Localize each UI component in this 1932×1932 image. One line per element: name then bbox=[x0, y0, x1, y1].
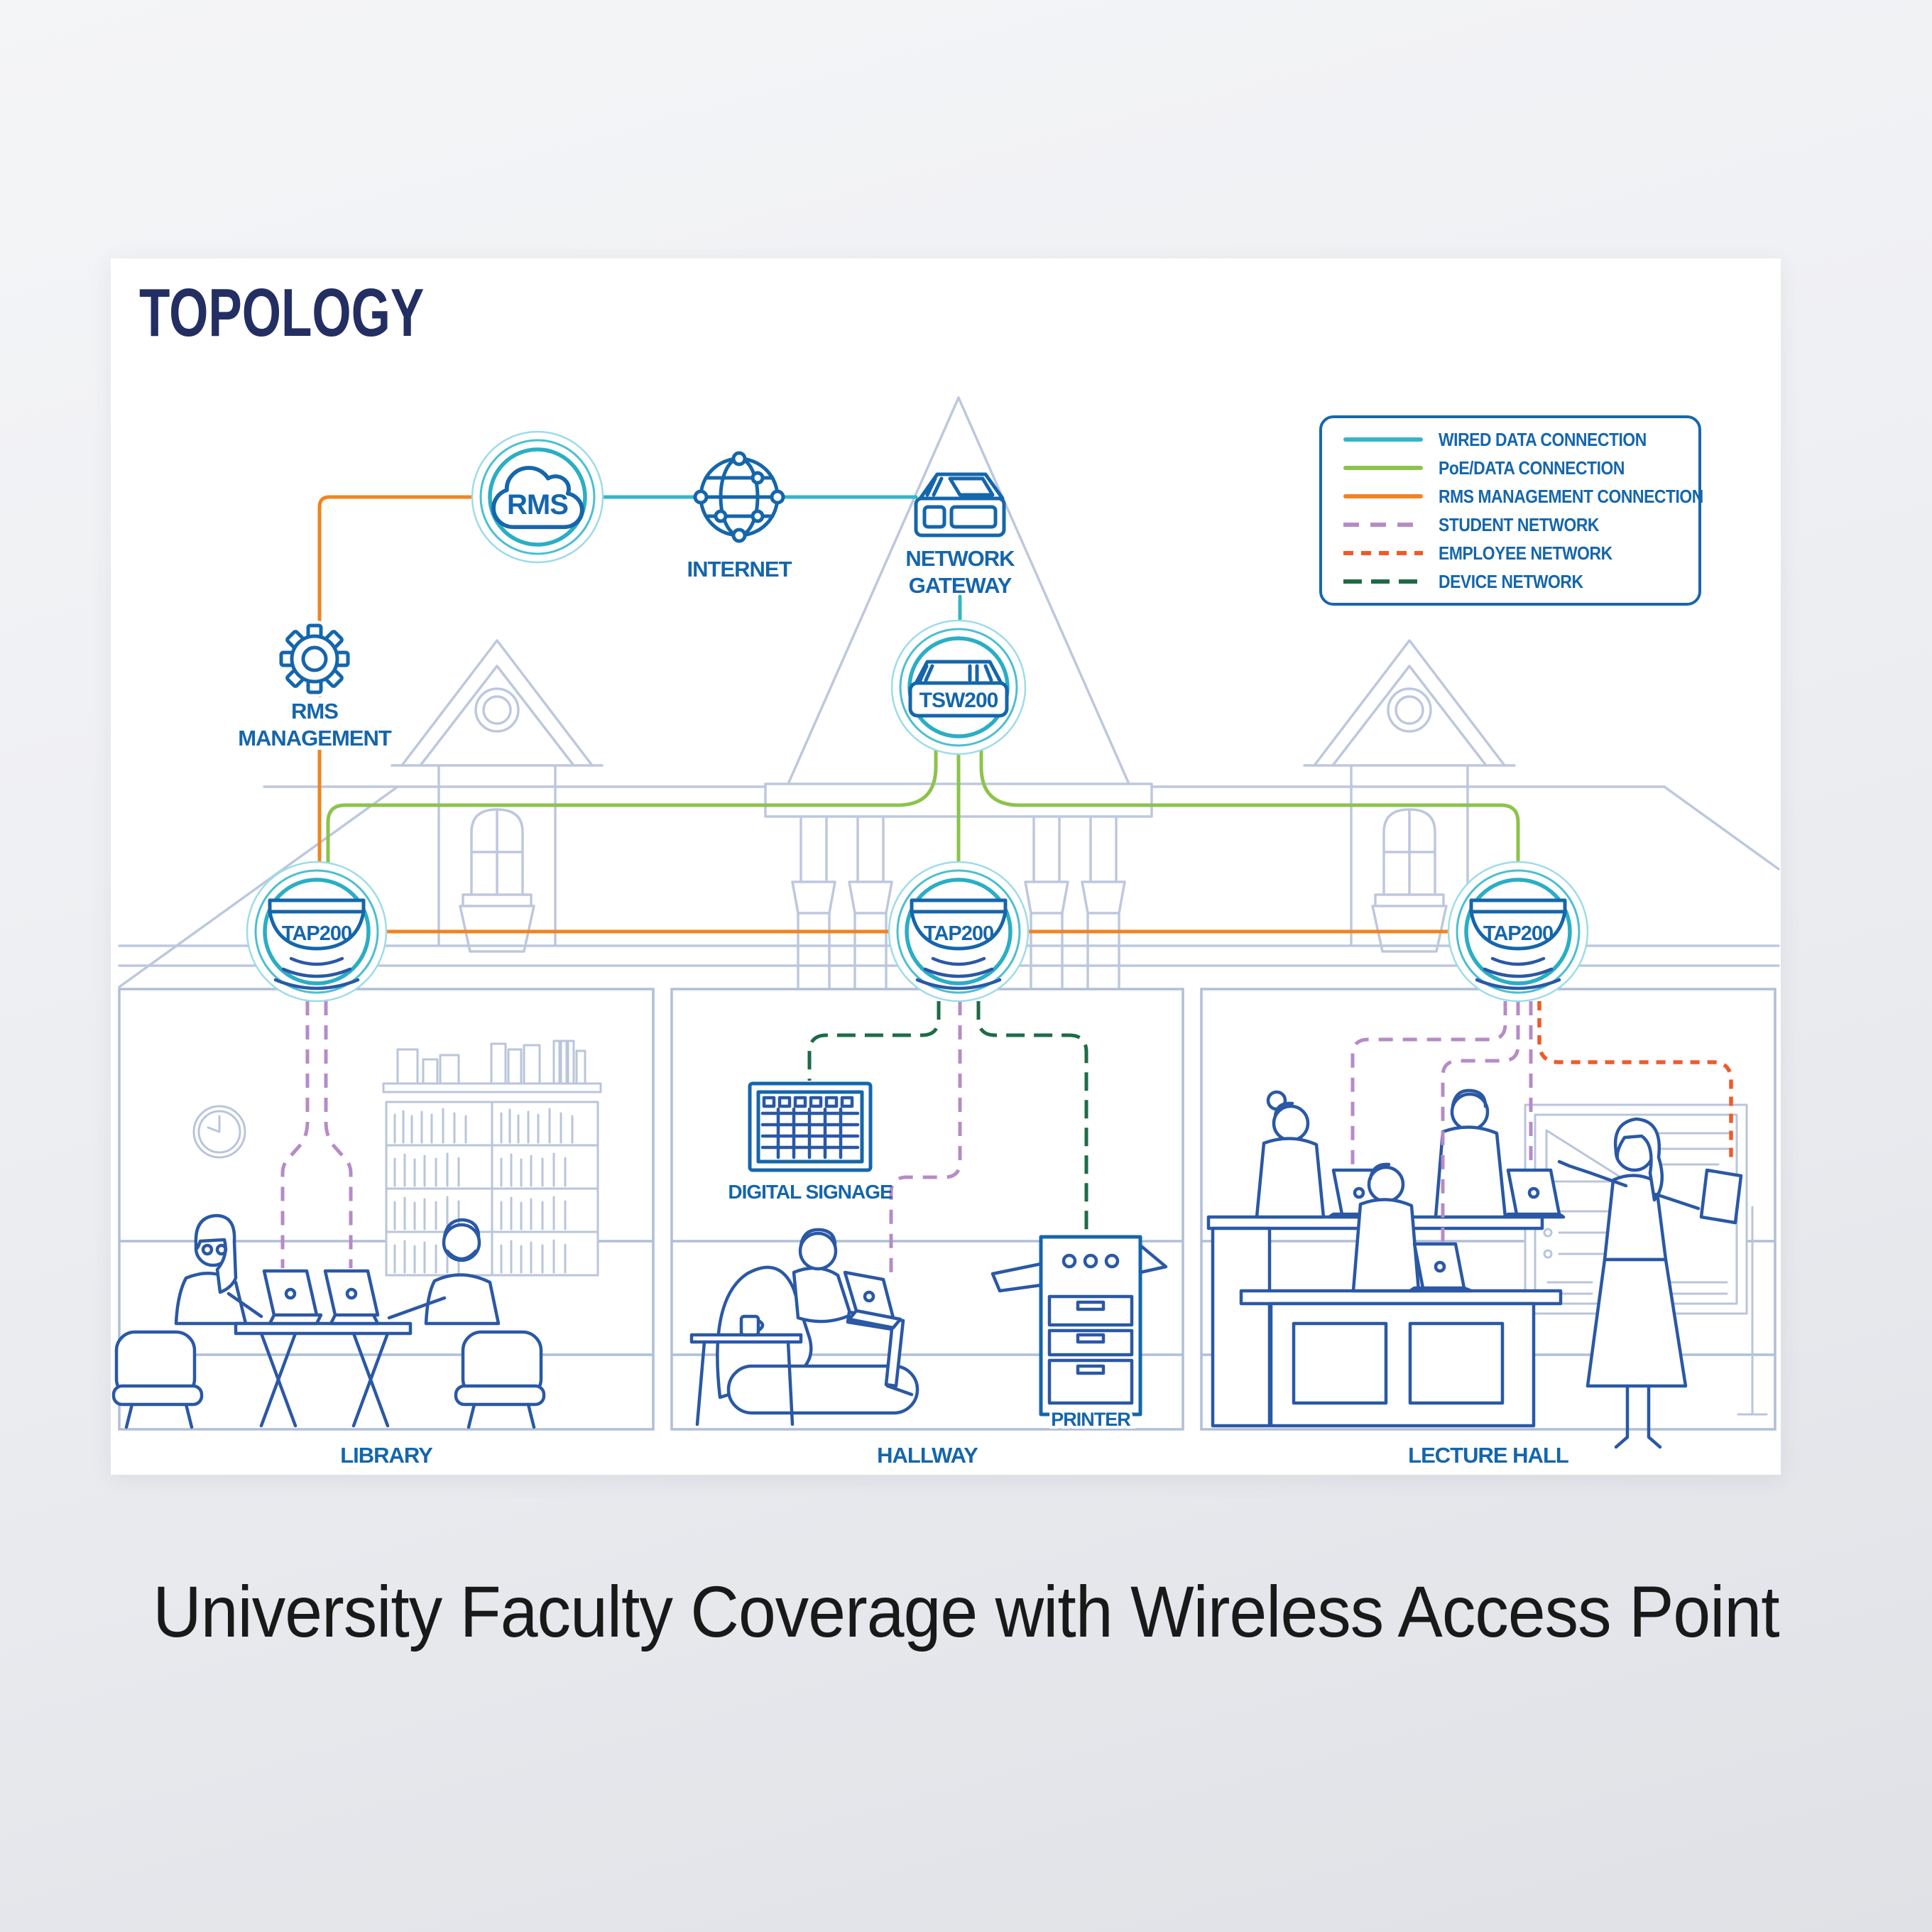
poe-connection-line bbox=[979, 749, 1520, 866]
library-man bbox=[387, 1218, 501, 1326]
tap200-label: TAP200 bbox=[282, 922, 351, 945]
left-gable bbox=[391, 639, 604, 953]
tap200-access-point-hallway: TAP200 bbox=[888, 861, 1030, 1003]
tap200-access-point-library: TAP200 bbox=[246, 861, 388, 1003]
rms-cloud-icon bbox=[491, 466, 584, 530]
tap200-label: TAP200 bbox=[924, 922, 993, 945]
internet-globe-icon bbox=[693, 451, 785, 543]
library-label: LIBRARY bbox=[340, 1443, 433, 1468]
laptop-icon bbox=[262, 1269, 323, 1326]
rms-management-node: RMS MANAGEMENT bbox=[238, 621, 393, 751]
access-point-icon bbox=[268, 898, 366, 990]
tsw200-switch-icon bbox=[908, 660, 1009, 718]
employee-line-swatch bbox=[1343, 551, 1423, 555]
internet-node: INTERNET bbox=[687, 451, 793, 582]
wired-line-swatch bbox=[1343, 437, 1423, 442]
student-line-swatch bbox=[1343, 523, 1423, 527]
wall-clock-icon bbox=[192, 1105, 246, 1159]
legend-row: RMS MANAGEMENT CONNECTION bbox=[1322, 482, 1703, 511]
network-gateway-node: NETWORK GATEWAY bbox=[905, 472, 1016, 598]
rms-cloud-label: RMS bbox=[507, 489, 568, 520]
legend-label: WIRED DATA CONNECTION bbox=[1439, 428, 1647, 450]
legend-label: STUDENT NETWORK bbox=[1439, 513, 1600, 535]
columns bbox=[791, 815, 1126, 988]
device-network-line bbox=[976, 1001, 1088, 1234]
laptop-icon bbox=[1502, 1168, 1566, 1219]
rms-line-swatch bbox=[1343, 494, 1423, 498]
library-table bbox=[234, 1321, 413, 1428]
legend-row: EMPLOYEE NETWORK bbox=[1322, 539, 1698, 567]
rms-management-label: MANAGEMENT bbox=[238, 726, 392, 751]
library-scene bbox=[111, 1039, 602, 1429]
digital-signage-label: DIGITAL SIGNAGE bbox=[728, 1181, 893, 1203]
library-chairs bbox=[111, 1330, 546, 1429]
hallway-scene bbox=[689, 1081, 1168, 1426]
legend: WIRED DATA CONNECTION PoE/DATA CONNECTIO… bbox=[1319, 415, 1703, 606]
lecture-hall-label: LECTURE HALL bbox=[1408, 1443, 1568, 1468]
printer-label: PRINTER bbox=[1051, 1409, 1130, 1430]
page-title: TOPOLOGY bbox=[139, 275, 425, 351]
tap200-access-point-lecture-hall: TAP200 bbox=[1447, 861, 1589, 1003]
student-network-line bbox=[280, 1001, 310, 1268]
tsw200-switch-node: TSW200 bbox=[890, 619, 1027, 755]
rms-management-connection-line bbox=[317, 495, 476, 866]
student-front bbox=[1351, 1162, 1421, 1293]
lecture-hall-scene bbox=[1206, 1088, 1768, 1449]
student-network-line bbox=[1441, 1001, 1520, 1243]
legend-row: WIRED DATA CONNECTION bbox=[1322, 425, 1698, 454]
caption-wrap: University Faculty Coverage with Wireles… bbox=[0, 1571, 1932, 1654]
teacher bbox=[1557, 1117, 1743, 1449]
image-caption: University Faculty Coverage with Wireles… bbox=[153, 1571, 1779, 1652]
hallway-label: HALLWAY bbox=[877, 1443, 978, 1468]
access-point-icon bbox=[1469, 898, 1567, 990]
printer-icon bbox=[990, 1235, 1168, 1417]
student-network-line bbox=[1350, 1001, 1507, 1170]
tiered-desks bbox=[1206, 1215, 1563, 1428]
student-back-right bbox=[1434, 1088, 1507, 1219]
gear-icon bbox=[279, 623, 350, 694]
rms-cloud-node: RMS bbox=[471, 430, 604, 564]
rms-management-label: RMS bbox=[291, 699, 338, 724]
library-room bbox=[118, 988, 655, 1431]
student-back-left bbox=[1255, 1090, 1326, 1219]
laptop-icon bbox=[323, 1269, 380, 1326]
network-gateway-label: NETWORK bbox=[905, 546, 1015, 571]
armchair bbox=[716, 1265, 919, 1415]
network-gateway-icon bbox=[914, 472, 1006, 537]
device-network-line bbox=[807, 1001, 941, 1081]
poe-line-swatch bbox=[1343, 466, 1423, 470]
bookshelf-icon bbox=[382, 1039, 602, 1277]
legend-label: PoE/DATA CONNECTION bbox=[1439, 457, 1625, 479]
legend-label: RMS MANAGEMENT CONNECTION bbox=[1439, 485, 1703, 507]
internet-label: INTERNET bbox=[687, 557, 792, 582]
laptop-icon bbox=[1408, 1242, 1473, 1293]
legend-row: STUDENT NETWORK bbox=[1322, 511, 1698, 539]
legend-row: PoE/DATA CONNECTION bbox=[1322, 454, 1698, 482]
legend-label: DEVICE NETWORK bbox=[1439, 570, 1583, 592]
laptop-icon bbox=[843, 1270, 902, 1330]
legend-label: EMPLOYEE NETWORK bbox=[1439, 542, 1612, 564]
side-table bbox=[689, 1314, 803, 1426]
device-line-swatch bbox=[1343, 579, 1423, 584]
network-gateway-label: GATEWAY bbox=[909, 573, 1013, 598]
library-woman bbox=[174, 1213, 263, 1326]
student-network-line bbox=[324, 1001, 353, 1268]
tap200-label: TAP200 bbox=[1483, 922, 1553, 945]
legend-row: DEVICE NETWORK bbox=[1322, 567, 1698, 596]
student-network-line bbox=[889, 1001, 962, 1278]
tsw200-label: TSW200 bbox=[919, 689, 998, 712]
hallway-man bbox=[792, 1228, 914, 1397]
digital-signage-icon bbox=[748, 1081, 873, 1172]
access-point-icon bbox=[910, 898, 1008, 990]
poe-connection-line bbox=[326, 749, 938, 866]
